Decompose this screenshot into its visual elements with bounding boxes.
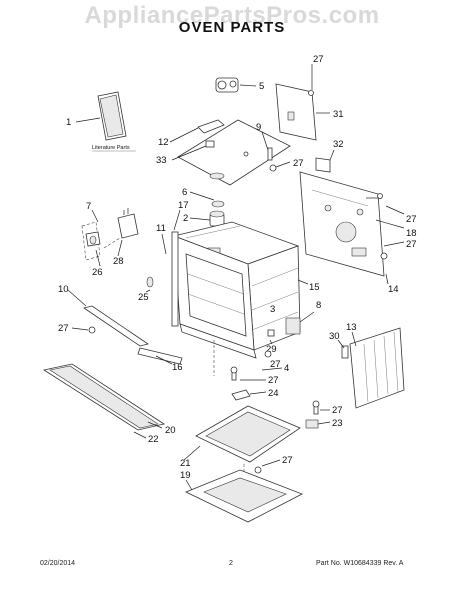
callout-9: 9 — [256, 122, 261, 133]
part-top-panel: 12 33 9 27 — [156, 119, 304, 186]
callout-27-mid: 27 — [270, 359, 281, 370]
callout-7: 7 — [86, 201, 91, 212]
callout-11: 11 — [156, 223, 166, 234]
part-17-11: 17 11 — [156, 200, 189, 255]
part-6-2: 6 2 — [182, 187, 225, 227]
part-23: 27 23 — [305, 400, 343, 429]
callout-16: 16 — [172, 362, 183, 373]
callout-12: 12 — [158, 137, 169, 148]
part-24: 27 24 — [230, 366, 279, 401]
callout-13: 13 — [346, 322, 357, 333]
part-20-22: 20 22 — [42, 363, 176, 445]
callout-20: 20 — [165, 425, 176, 436]
footer-date: 02/20/2014 — [40, 560, 76, 567]
part-19: 19 — [180, 464, 303, 523]
callout-8: 8 — [316, 300, 321, 311]
footer-page-number: 2 — [229, 560, 233, 567]
part-literature: 1 Literature Parts — [66, 91, 136, 152]
literature-label: Literature Parts — [92, 145, 130, 151]
part-29-4: 29 27 4 — [261, 329, 289, 374]
callout-27-21: 27 — [282, 455, 293, 466]
part-10: 10 27 — [58, 284, 149, 347]
part-13: 13 30 — [329, 322, 405, 409]
callout-10: 10 — [58, 284, 69, 295]
callout-27-23: 27 — [332, 405, 343, 416]
callout-14: 14 — [388, 284, 399, 295]
callout-17: 17 — [178, 200, 189, 211]
callout-19: 19 — [180, 470, 191, 481]
part-rear-panel: 32 27 18 27 14 — [299, 139, 417, 295]
callout-31: 31 — [333, 109, 344, 120]
part-21: 21 27 — [180, 405, 301, 474]
part-8: 8 — [285, 300, 321, 335]
callout-1: 1 — [66, 117, 71, 128]
callout-18: 18 — [406, 228, 417, 239]
callout-27-31: 27 — [313, 54, 324, 65]
callout-21: 21 — [180, 458, 191, 469]
callout-27-left: 27 — [58, 323, 69, 334]
diagram-title: OVEN PARTS — [178, 19, 286, 36]
part-oven-cavity: 3 15 25 — [138, 221, 320, 359]
callout-28: 28 — [113, 256, 124, 267]
callout-4: 4 — [284, 363, 289, 374]
callout-29: 29 — [266, 344, 277, 355]
callout-27-top: 27 — [293, 158, 304, 169]
callout-5: 5 — [259, 81, 264, 92]
callout-26: 26 — [92, 267, 103, 278]
callout-27-24: 27 — [268, 375, 279, 386]
callout-2: 2 — [183, 213, 188, 224]
callout-30: 30 — [329, 331, 340, 342]
callout-25: 25 — [138, 292, 149, 303]
callout-33: 33 — [156, 155, 167, 166]
part-5: 5 — [215, 77, 264, 93]
callout-22: 22 — [148, 434, 159, 445]
part-lights: 7 26 28 — [81, 201, 139, 278]
callout-23: 23 — [332, 418, 343, 429]
callout-3: 3 — [270, 304, 275, 315]
callout-24: 24 — [268, 388, 279, 399]
callout-27-rear-a: 27 — [406, 214, 417, 225]
callout-6: 6 — [182, 187, 187, 198]
part-31: 27 31 — [275, 54, 344, 141]
footer-part-number: Part No. W10684339 Rev. A — [316, 560, 404, 567]
callout-15: 15 — [309, 282, 320, 293]
callout-27-rear-b: 27 — [406, 239, 417, 250]
watermark: AppliancePartsPros.com — [84, 2, 380, 29]
part-16: 16 — [137, 340, 215, 376]
callout-32: 32 — [333, 139, 344, 150]
